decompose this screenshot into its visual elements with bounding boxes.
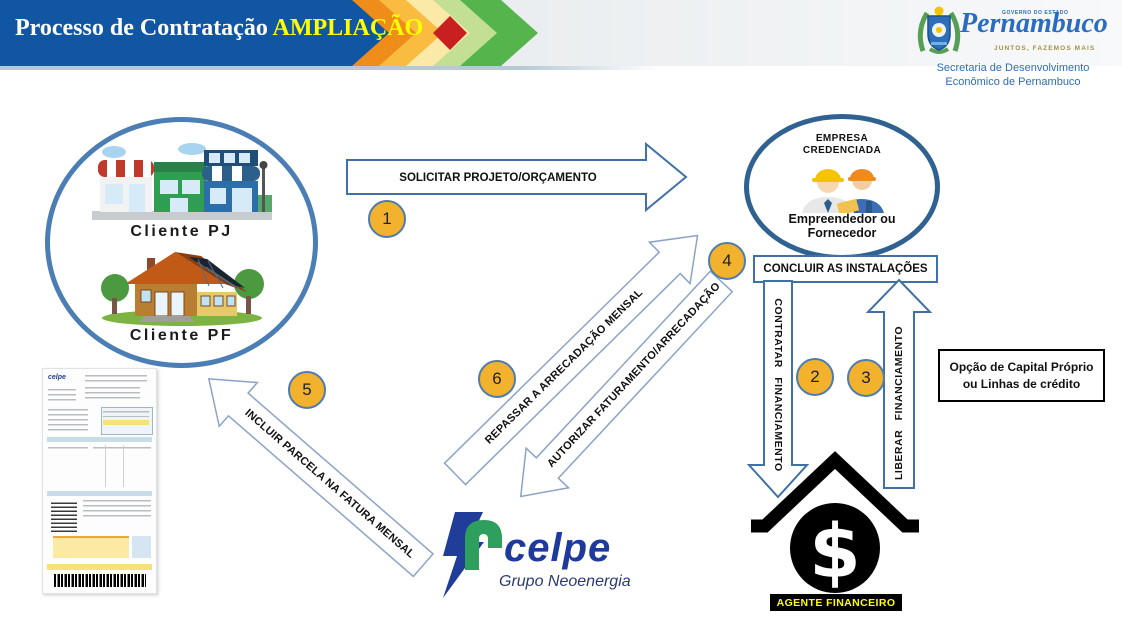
concluir-label: CONCLUIR AS INSTALAÇÕES <box>763 263 928 275</box>
autorizar-arrow: AUTORIZAR FATURAMENTO/ARRECADAÇÃO <box>497 259 746 519</box>
client-pj-label: Cliente PJ <box>130 223 233 240</box>
step-circle-2: 2 <box>796 358 834 396</box>
company-title: EMPRESA CREDENCIADA <box>803 133 881 157</box>
workers-illustration-icon <box>802 169 884 214</box>
solicitar-arrow: SOLICITAR PROJETO/ORÇAMENTO <box>346 142 688 212</box>
client-pf-label: Cliente PF <box>129 327 234 344</box>
invoice-info-box <box>101 407 153 435</box>
gov-caption: GOVERNO DO ESTADO <box>1002 10 1069 16</box>
capital-option-box: Opção de Capital Próprio ou Linhas de cr… <box>938 349 1105 402</box>
step-circle-1: 1 <box>368 200 406 238</box>
liberar-arrow: LIBERAR FINANCIAMENTO <box>866 278 932 489</box>
page-title: Processo de Contratação AMPLIAÇÃO <box>15 15 423 42</box>
company-subtitle: Empreendedor ou Fornecedor <box>788 212 896 241</box>
gov-secretariat: Secretaria de Desenvolvimento Econômico … <box>928 61 1098 90</box>
solicitar-arrow-label: SOLICITAR PROJETO/ORÇAMENTO <box>399 172 596 184</box>
incluir-arrow: INCLUIR PARCELA NA FATURA MENSAL <box>187 354 445 590</box>
company-title-line2: CREDENCIADA <box>802 145 882 157</box>
invoice-yellow-block <box>53 536 129 558</box>
agente-financeiro-icon: $ <box>751 451 919 595</box>
concluir-box: CONCLUIR AS INSTALAÇÕES <box>753 255 938 283</box>
invoice-blue-block <box>132 536 151 558</box>
gov-tagline: JUNTOS, FAZEMOS MAIS <box>994 45 1096 52</box>
invoice-thumbnail: celpe <box>42 368 157 594</box>
contratar-arrow: CONTRATAR FINANCIAMENTO <box>746 280 810 499</box>
step-circle-4: 4 <box>708 242 746 280</box>
gov-secretariat-line1: Secretaria de Desenvolvimento <box>936 62 1090 74</box>
company-subtitle-line1: Empreendedor ou <box>788 212 896 227</box>
invoice-total-row <box>47 564 152 570</box>
banner-shadow <box>0 66 660 70</box>
dollar-sign-icon: $ <box>809 509 861 595</box>
contratar-arrow-label: CONTRATAR FINANCIAMENTO <box>772 298 784 471</box>
celpe-group-name: Grupo Neoenergia <box>499 573 631 590</box>
agente-financeiro-label: AGENTE FINANCEIRO <box>770 594 902 611</box>
repassar-arrow: REPASSAR A ARRECADAÇÃO MENSAL <box>433 211 722 496</box>
step-circle-3: 3 <box>847 359 885 397</box>
incluir-arrow-shape <box>207 378 435 578</box>
invoice-barcode-icon <box>54 574 146 587</box>
celpe-logo-icon <box>443 512 502 598</box>
company-title-line1: EMPRESA <box>815 133 869 145</box>
celpe-name: celpe <box>504 526 612 570</box>
pernambuco-coat-of-arms-icon <box>917 6 961 54</box>
invoice-section-bar <box>47 491 152 496</box>
house-illustration-icon <box>100 252 264 326</box>
repassar-arrow-shape <box>443 234 699 486</box>
page-title-text: Processo de Contratação <box>15 15 268 41</box>
page-title-highlight: AMPLIAÇÃO <box>272 15 424 41</box>
capital-option-line2: ou Linhas de crédito <box>962 376 1081 391</box>
step-circle-5: 5 <box>288 371 326 409</box>
invoice-celpe-logo: celpe <box>48 374 66 381</box>
step-circle-6: 6 <box>478 360 516 398</box>
liberar-arrow-label: LIBERAR FINANCIAMENTO <box>893 326 905 480</box>
invoice-mini-barcode <box>51 500 77 532</box>
clients-ellipse: Cliente PJ Cliente PF <box>45 117 318 368</box>
invoice-section-bar <box>47 437 152 442</box>
company-circle: EMPRESA CREDENCIADA Empreendedor ou Forn… <box>744 114 940 260</box>
gov-state-name: Pernambuco <box>960 8 1108 39</box>
gov-secretariat-line2: Econômico de Pernambuco <box>945 76 1081 89</box>
capital-option-line1: Opção de Capital Próprio <box>949 360 1094 375</box>
autorizar-arrow-shape <box>519 270 734 498</box>
invoice-text-lines <box>85 375 147 383</box>
company-subtitle-line2: Fornecedor <box>807 226 877 240</box>
storefronts-illustration-icon <box>91 143 272 220</box>
